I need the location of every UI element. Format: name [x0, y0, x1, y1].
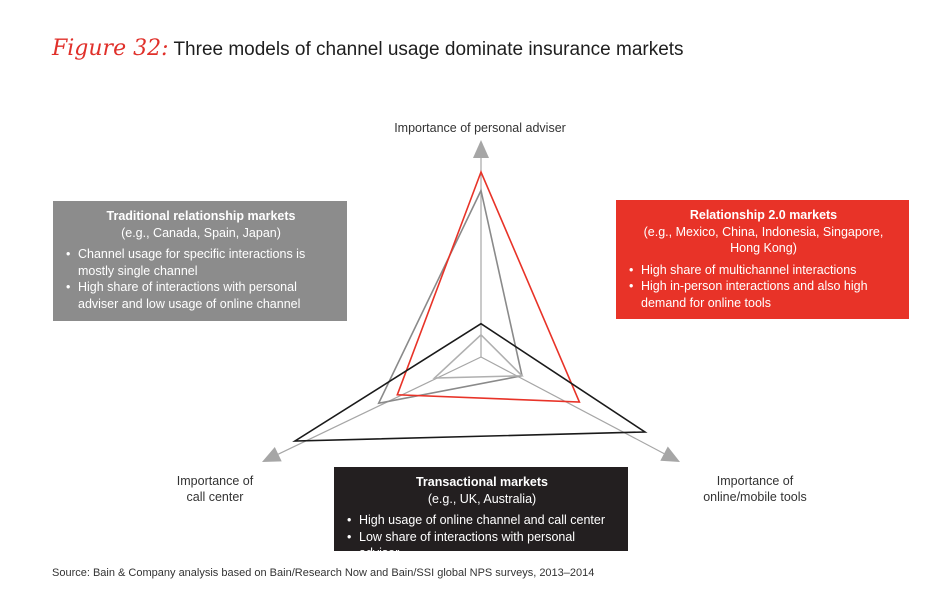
- axis-label-personal-adviser: Importance of personal adviser: [394, 121, 566, 135]
- axis-arrowhead-call_center: [262, 447, 282, 462]
- source-note: Source: Bain & Company analysis based on…: [52, 567, 595, 579]
- relationship-2-0-markets-box: Relationship 2.0 markets (e.g., Mexico, …: [616, 200, 909, 319]
- axis-line-call_center: [277, 356, 482, 455]
- figure-heading: Figure 32: Three models of channel usage…: [52, 36, 684, 61]
- transactional-bullet: Low share of interactions with personal …: [346, 529, 618, 562]
- transactional-markets-box: Transactional markets (e.g., UK, Austral…: [334, 467, 628, 560]
- transactional-markets-examples: (e.g., UK, Australia): [427, 491, 537, 506]
- traditional-markets-examples: (e.g., Canada, Spain, Japan): [121, 225, 281, 240]
- axis-label-online-mobile: Importance of online/mobile tools: [703, 474, 807, 504]
- series-polygon-3: [292, 322, 648, 442]
- axis-label-call-center: Importance of call center: [176, 474, 254, 504]
- transactional-markets-title: Transactional markets: [415, 475, 548, 489]
- relationship-2-0-examples: (e.g., Mexico, China, Indonesia, Singapo…: [643, 224, 884, 256]
- series-polygon-4: [432, 333, 524, 379]
- relationship-2-0-bullet: High share of multichannel interactions: [628, 262, 899, 279]
- relationship-2-0-bullet: High in-person interactions and also hig…: [628, 278, 899, 311]
- traditional-markets-title: Traditional relationship markets: [106, 209, 296, 223]
- figure-number: Figure 32:: [52, 36, 169, 61]
- transactional-bullet: High usage of online channel and call ce…: [346, 512, 618, 529]
- series-polygon-1: [377, 188, 523, 405]
- series-polygon-2: [396, 169, 581, 403]
- axis-line-online_mobile: [480, 356, 665, 455]
- traditional-bullet: High share of interactions with personal…: [65, 279, 337, 312]
- traditional-markets-box: Traditional relationship markets (e.g., …: [53, 201, 347, 321]
- axis-arrowhead-online_mobile: [660, 446, 680, 462]
- figure-title: Three models of channel usage dominate i…: [173, 39, 684, 60]
- axis-arrowhead-personal_adviser: [473, 140, 489, 158]
- relationship-2-0-title: Relationship 2.0 markets: [689, 208, 838, 222]
- traditional-bullet: Channel usage for specific interactions …: [65, 246, 337, 279]
